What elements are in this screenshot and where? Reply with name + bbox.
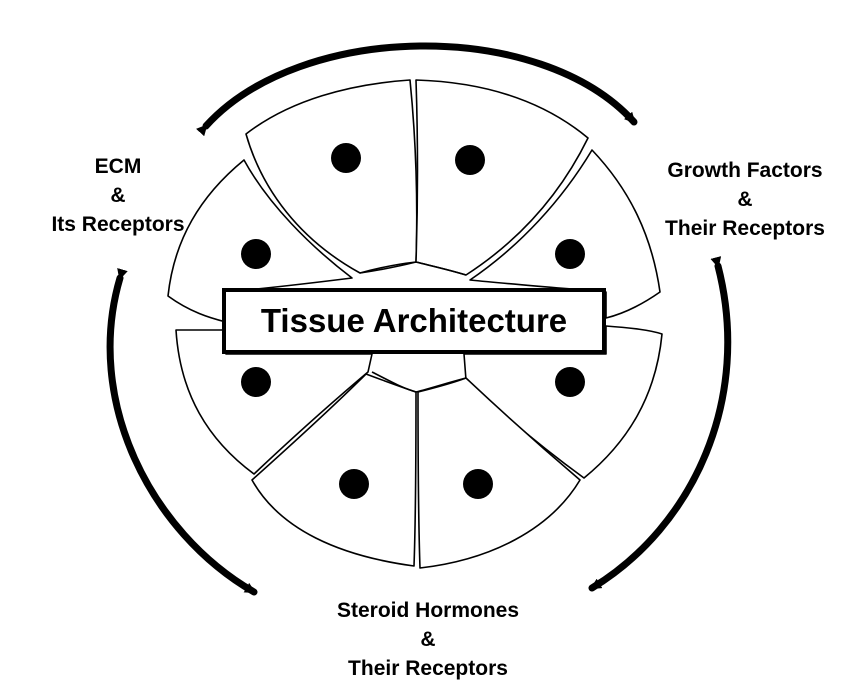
nucleus-5 [241,367,271,397]
ecm-label-line-3: Its Receptors [38,210,198,239]
nucleus-6 [555,367,585,397]
ecm-label-line-1: ECM [38,152,198,181]
nucleus-7 [339,469,369,499]
steroid-hormones-label: Steroid Hormones & Their Receptors [308,596,548,683]
nucleus-4 [555,239,585,269]
growth-factors-label-line-3: Their Receptors [640,214,850,243]
steroid-hormones-label-line-2: & [308,625,548,654]
growth-factors-label-line-1: Growth Factors [640,156,850,185]
nucleus-2 [455,145,485,175]
growth-factors-label: Growth Factors & Their Receptors [640,156,850,243]
steroid-hormones-label-line-3: Their Receptors [308,654,548,683]
steroid-hormones-label-line-1: Steroid Hormones [308,596,548,625]
tissue-architecture-label: Tissue Architecture [222,288,606,354]
nucleus-1 [331,143,361,173]
ecm-label-line-2: & [38,181,198,210]
nucleus-8 [463,469,493,499]
growth-factors-label-line-2: & [640,185,850,214]
nucleus-3 [241,239,271,269]
ecm-label: ECM & Its Receptors [38,152,198,239]
